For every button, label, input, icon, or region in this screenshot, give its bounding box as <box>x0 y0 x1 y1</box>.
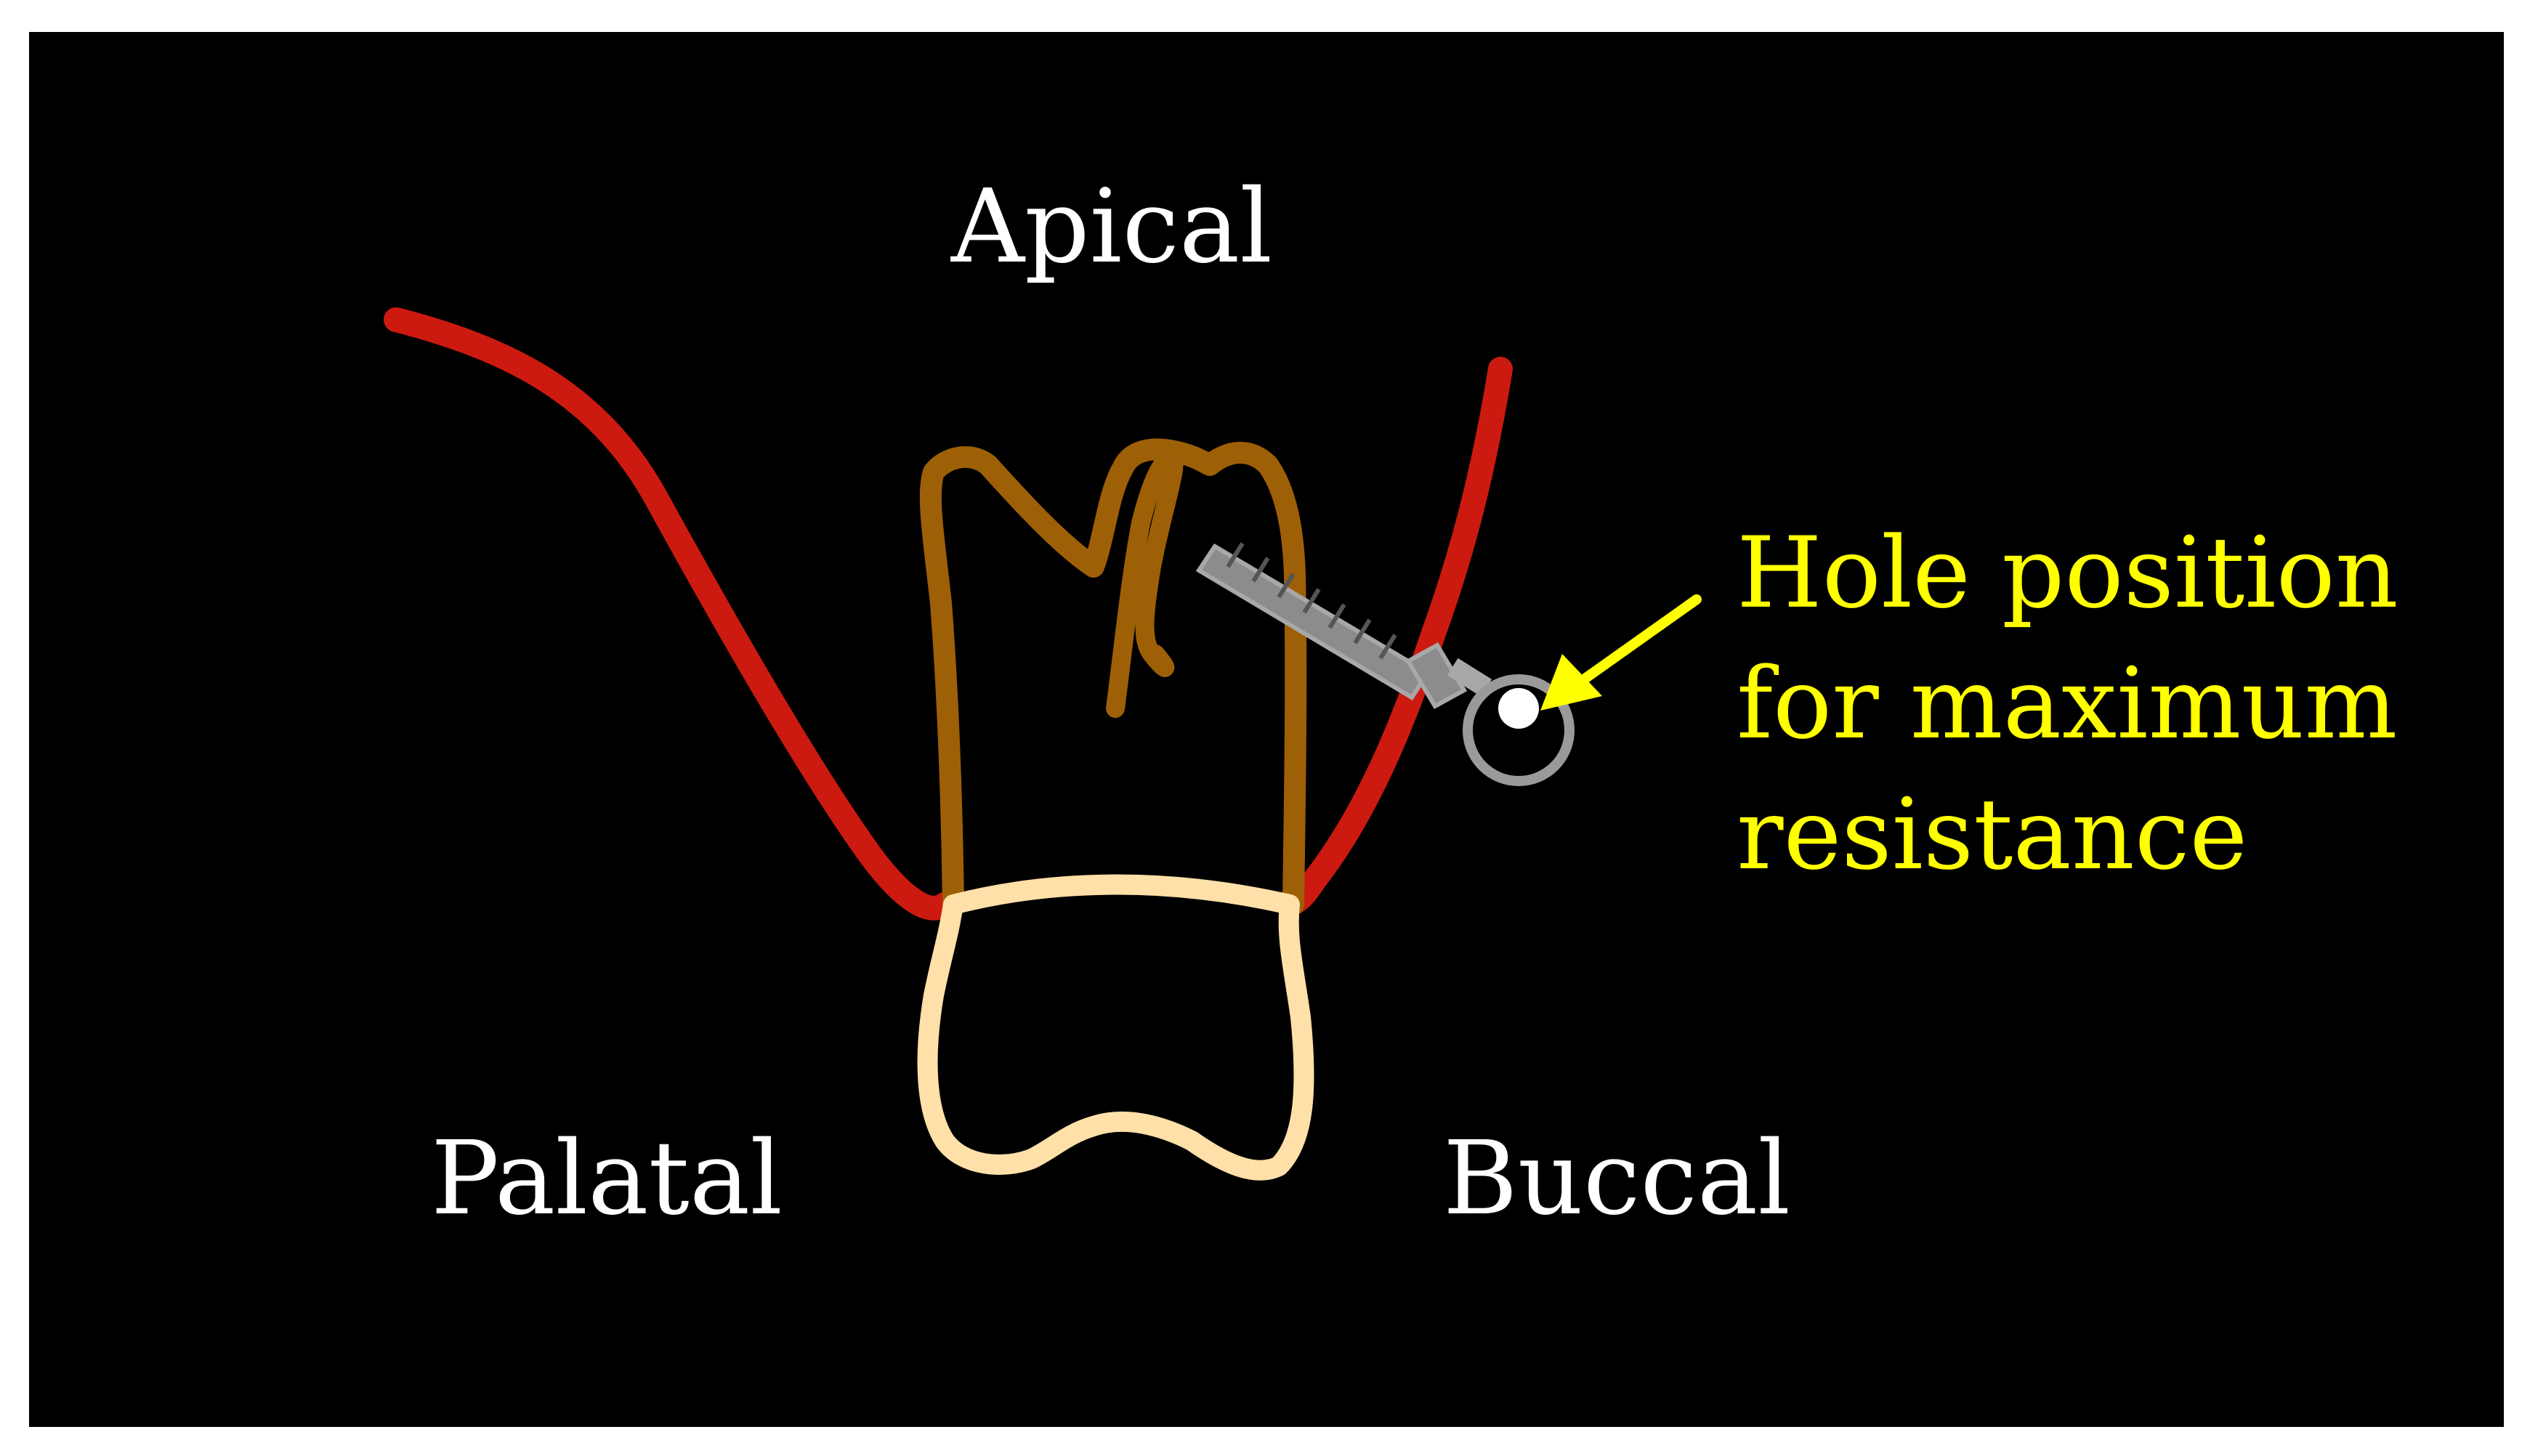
label-buccal: Buccal <box>1443 1120 1790 1238</box>
label-palatal: Palatal <box>431 1120 783 1238</box>
annotation-line1: Hole position <box>1737 516 2398 630</box>
diagram-panel <box>29 32 2504 1427</box>
root-outline <box>919 438 1307 915</box>
annotation-line3: resistance <box>1737 777 2247 891</box>
annotation-line2: for maximum <box>1737 647 2397 761</box>
arrow-icon <box>1540 594 1702 711</box>
root-canal-line <box>1106 448 1184 718</box>
bone-outline-palatal <box>384 307 957 921</box>
label-apical: Apical <box>950 168 1272 286</box>
screw-icon <box>1195 542 1492 710</box>
crown-outline <box>917 874 1314 1181</box>
